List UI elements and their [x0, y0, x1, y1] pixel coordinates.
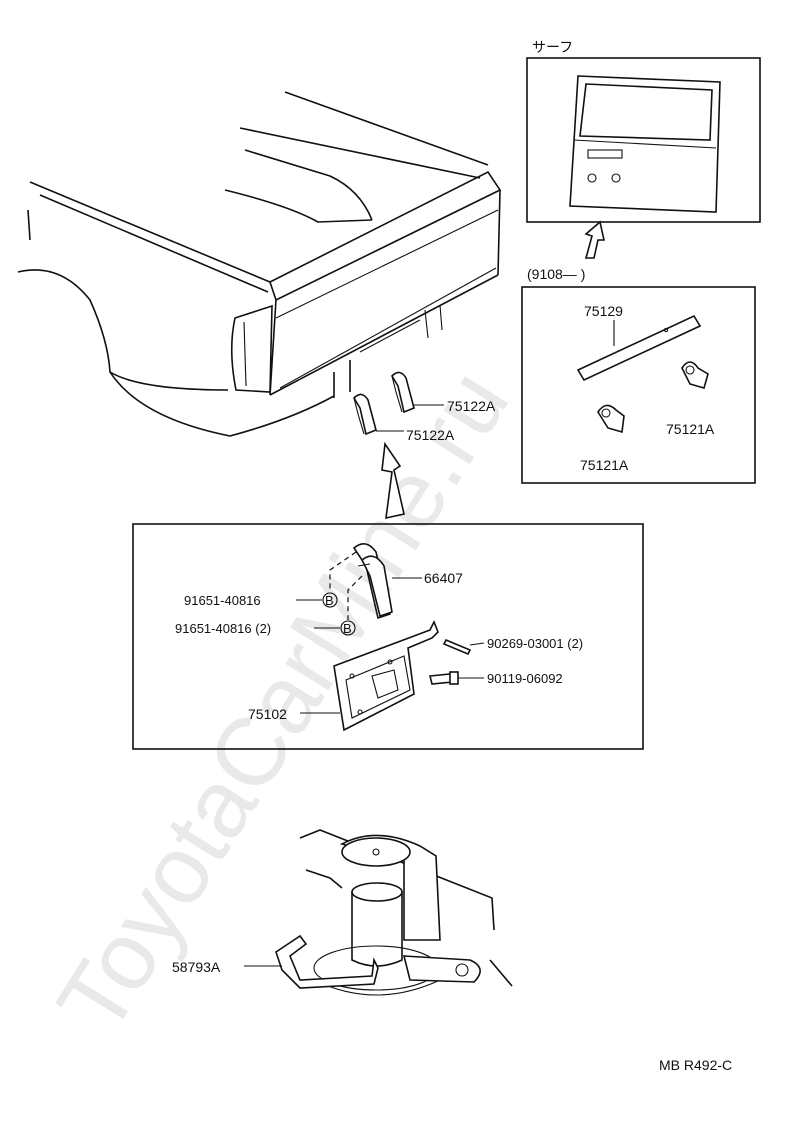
clip-75121A-right: [681, 361, 709, 389]
marker-b-lower: B: [343, 621, 352, 636]
clip-75121A-left: [597, 404, 625, 434]
surf-box: [526, 57, 761, 223]
part-label-58793A: 58793A: [172, 959, 221, 975]
jack-illustration: [299, 829, 513, 996]
figure-code: MB R492-C: [659, 1057, 732, 1073]
clip-75122A-upper: [390, 371, 415, 414]
part-label-75122A-lower: 75122A: [406, 427, 455, 443]
license-bracket-75102: [333, 620, 439, 732]
part-label-75102: 75102: [248, 706, 287, 722]
part-label-75129: 75129: [584, 303, 623, 319]
bolt-90119-06092: [428, 671, 459, 685]
clip-75122A-lower: [352, 393, 377, 436]
part-label-90269-03001: 90269-03001 (2): [487, 636, 583, 651]
truck-rear-illustration: [17, 91, 502, 437]
part-label-75122A-upper: 75122A: [447, 398, 496, 414]
watermark-text: ToyotaCarMine.ru: [37, 352, 529, 1051]
pointer-arrow-surf: [584, 220, 605, 259]
surf-tailgate-illustration: [569, 75, 721, 213]
pointer-arrow-up: [381, 441, 405, 520]
part-label-66407: 66407: [424, 570, 463, 586]
bracket-66407: [352, 543, 393, 620]
part-label-91651-40816-2: 91651-40816 (2): [175, 621, 271, 636]
part-label-75121A-left: 75121A: [580, 457, 629, 473]
moulding-strip-75129: [576, 314, 702, 382]
jack-holder-58793A: [275, 934, 379, 989]
part-label-75121A-right: 75121A: [666, 421, 715, 437]
bracket-box: [132, 523, 644, 750]
marker-b-upper: B: [325, 593, 334, 608]
part-label-90119-06092: 90119-06092: [487, 671, 563, 686]
part-label-91651-40816: 91651-40816: [184, 593, 261, 608]
range-box: [521, 286, 756, 484]
screw-90269-03001: [442, 638, 472, 656]
surf-box-title: サーフ: [532, 39, 573, 55]
range-box-title: (9108— ): [527, 266, 585, 282]
